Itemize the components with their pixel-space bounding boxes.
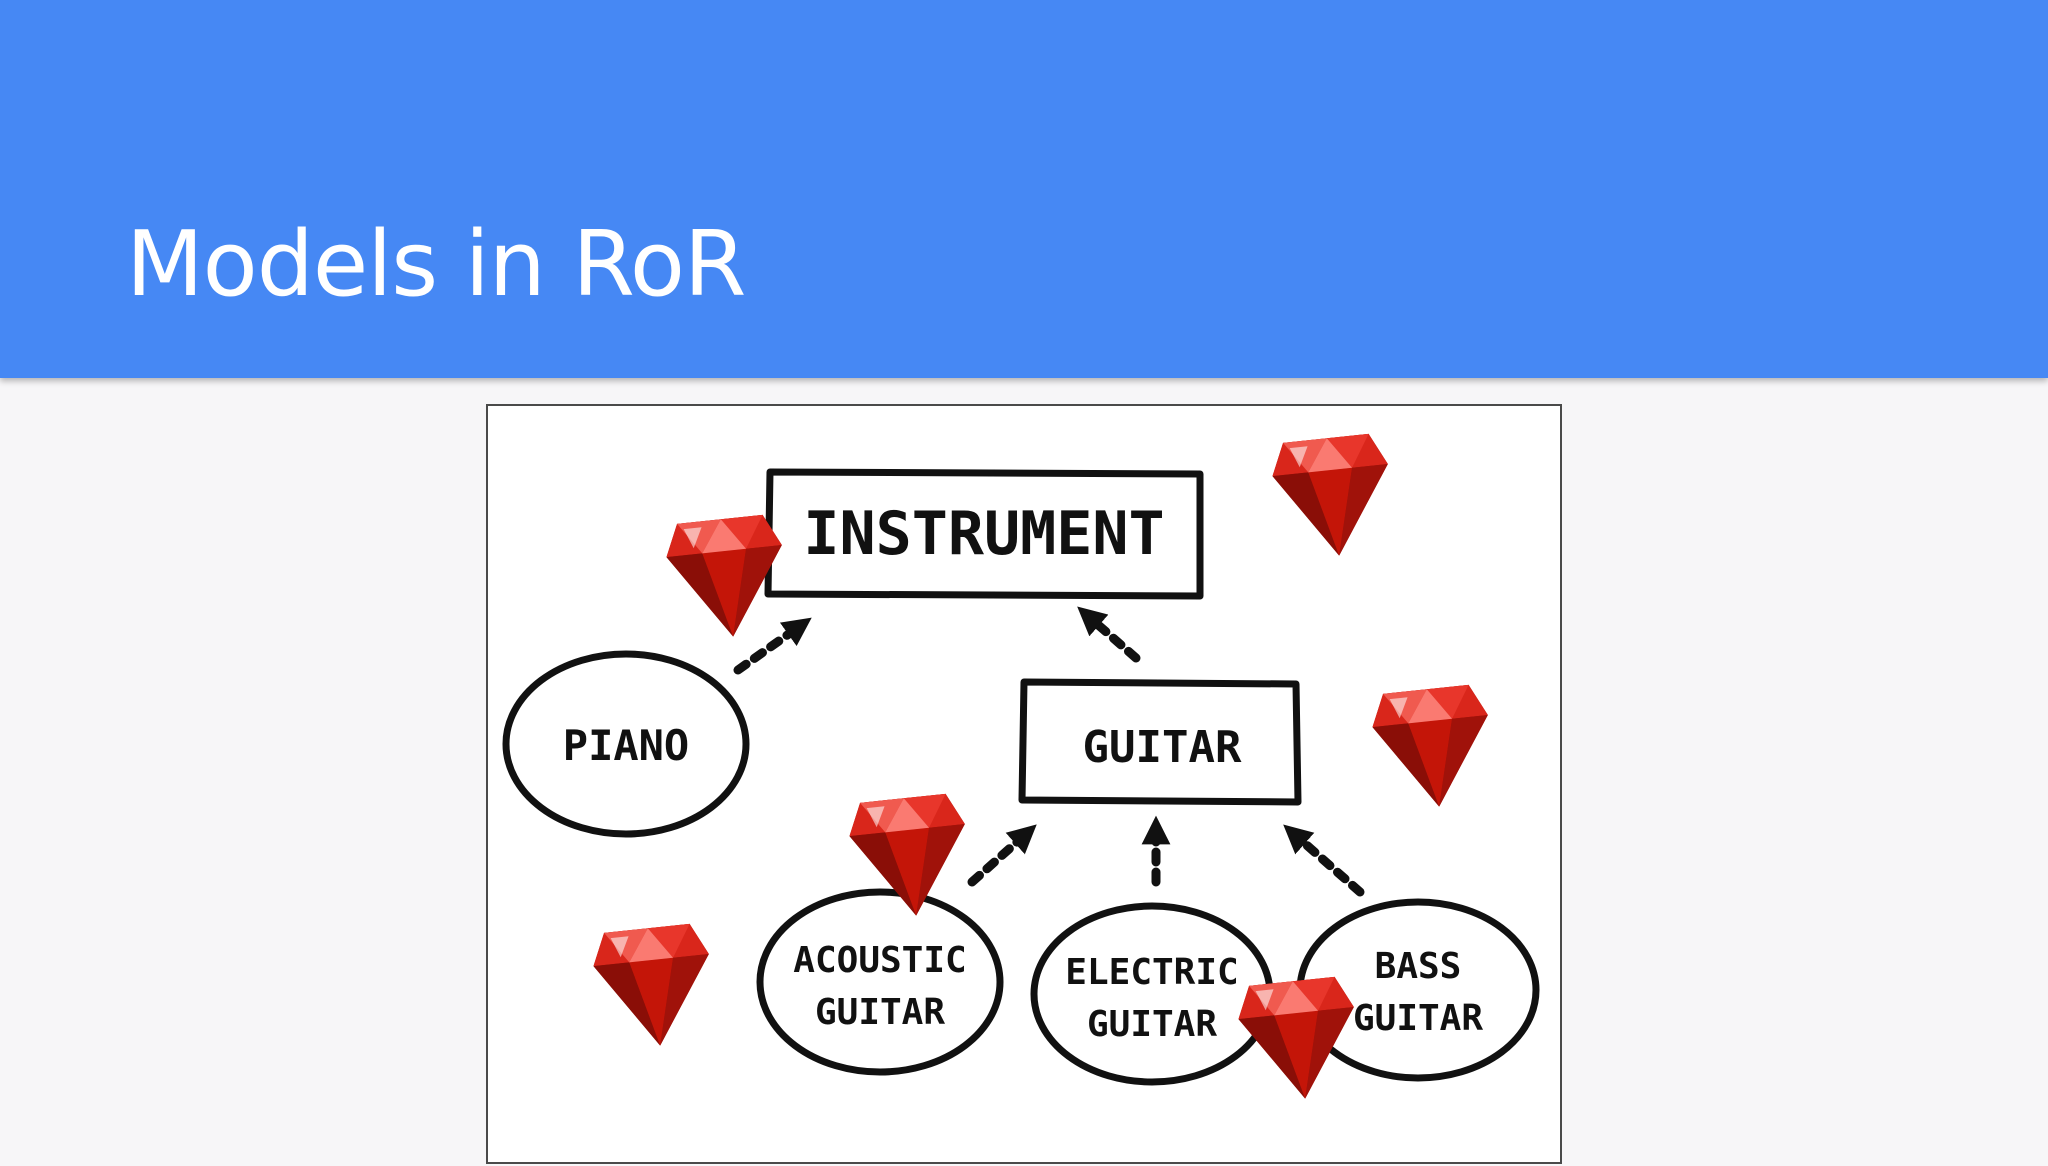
slide-title: Models in RoR <box>126 212 746 317</box>
piano-label: PIANO <box>563 721 689 770</box>
electric-label-line2: GUITAR <box>1087 1004 1217 1045</box>
ruby-gem-icon <box>1269 432 1397 562</box>
bass-guitar-node: BASS GUITAR <box>1296 898 1540 1082</box>
acoustic-label-line1: ACOUSTIC <box>793 940 966 981</box>
acoustic-label-line2: GUITAR <box>815 992 945 1033</box>
arrow-guitar-to-instrument <box>1077 606 1141 663</box>
acoustic-guitar-node: ACOUSTIC GUITAR <box>756 888 1004 1076</box>
ruby-gem-icon <box>590 922 718 1052</box>
slide-header: Models in RoR <box>0 0 2048 378</box>
guitar-node: GUITAR <box>1018 678 1302 806</box>
instrument-node: INSTRUMENT <box>764 468 1204 600</box>
bass-label-line1: BASS <box>1375 946 1462 987</box>
ruby-gem-icon <box>846 792 974 922</box>
arrow-bass-to-guitar <box>1283 824 1365 897</box>
arrow-piano-to-instrument <box>733 617 812 675</box>
arrow-acoustic-to-guitar <box>967 824 1037 887</box>
class-hierarchy-diagram: INSTRUMENT GUITAR PIANO ACOUSTIC GUITAR … <box>502 432 1540 1105</box>
guitar-label: GUITAR <box>1083 722 1242 773</box>
electric-guitar-node: ELECTRIC GUITAR <box>1030 902 1274 1086</box>
diagram-figure: INSTRUMENT GUITAR PIANO ACOUSTIC GUITAR … <box>486 404 1562 1164</box>
ruby-gem-icon <box>1369 683 1497 813</box>
bass-label-line2: GUITAR <box>1353 998 1483 1039</box>
instrument-label: INSTRUMENT <box>803 499 1164 569</box>
piano-node: PIANO <box>502 650 750 838</box>
electric-label-line1: ELECTRIC <box>1065 952 1238 993</box>
